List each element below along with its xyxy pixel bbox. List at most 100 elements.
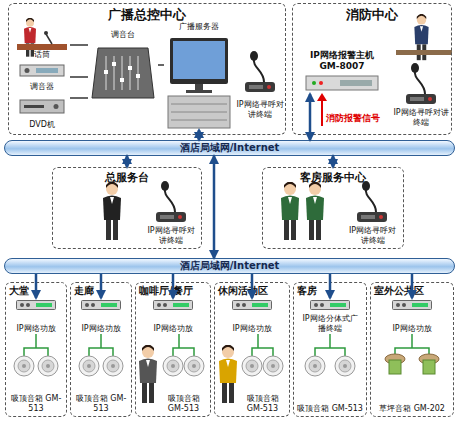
speaker-icon	[263, 356, 283, 376]
device-box: IP网络寻呼对讲终端	[145, 180, 197, 246]
connector	[309, 94, 312, 140]
connector	[329, 274, 332, 298]
device-label: IP网络分体式广播终端	[299, 314, 361, 334]
area-box: 大堂IP网络功放吸顶音箱 GM-513	[5, 282, 67, 417]
heading: 消防中心	[293, 4, 451, 24]
connector	[411, 334, 413, 348]
device-label: IP网络寻呼对讲终端	[145, 226, 197, 246]
tuner-icon	[20, 65, 64, 76]
device-label: 吸顶音箱 GM-513	[159, 394, 208, 414]
network-band: 酒店局域网/Internet	[4, 140, 455, 156]
signal-label: 消防报警信号	[326, 112, 380, 125]
staff-figure	[281, 182, 299, 241]
device-label: 话筒	[14, 50, 70, 60]
staff-figure	[219, 345, 237, 404]
mixer-icon	[92, 48, 154, 98]
heading: 酒店局域网/Internet	[180, 259, 280, 273]
speaker-icon	[14, 356, 34, 376]
device-label: 草坪音箱 GM-202	[373, 404, 451, 414]
speaker-icon	[38, 356, 58, 376]
heading: 广播总控中心	[9, 4, 285, 24]
device-box: 调音台	[88, 30, 158, 100]
connector	[198, 130, 201, 140]
staff-figure	[139, 345, 157, 404]
device-box: IP网络功放	[147, 298, 199, 334]
group-box: 客房服务中心 IP网络寻呼对讲终端	[262, 167, 404, 249]
network-band: 酒店局域网/Internet	[4, 258, 455, 274]
speaker-icon	[163, 356, 183, 376]
connector	[329, 334, 331, 348]
device-label: 调音器	[14, 82, 70, 92]
device-box: 调音器	[14, 62, 70, 92]
connector	[35, 274, 38, 298]
device-label: IP网络寻呼对讲终端	[345, 226, 400, 246]
device-label: IP网络功放	[10, 324, 62, 334]
connector	[213, 156, 216, 258]
device-label: IP网络功放	[386, 324, 438, 334]
speaker-icon	[305, 356, 325, 376]
device-label: 广播服务器	[164, 22, 234, 32]
device-label: 吸顶音箱 GM-513	[238, 394, 287, 414]
connector	[126, 156, 129, 167]
connector	[70, 76, 88, 78]
amplifier-icon	[311, 301, 350, 310]
device-label: IP网络功放	[75, 324, 127, 334]
device-box: IP网络功放	[386, 298, 438, 334]
connector	[70, 44, 88, 46]
device-label: IP网络寻呼对讲终端	[236, 100, 284, 120]
fire-desk	[396, 14, 452, 60]
amplifier-icon	[154, 301, 193, 310]
heading: 客房服务中心	[263, 168, 403, 185]
area-box: 咖啡厅/餐厅IP网络功放吸顶音箱 GM-513	[135, 282, 211, 417]
connector	[158, 64, 164, 66]
device-box: 吸顶音箱 GM-513	[159, 348, 208, 414]
device-box: IP网络寻呼对讲终端	[392, 62, 450, 128]
device-box: DVD机	[14, 96, 70, 130]
device-box: 草坪音箱 GM-202	[373, 348, 451, 414]
speaker-wires	[24, 348, 429, 356]
device-box: 话筒	[14, 20, 70, 60]
area-box: 客房IP网络分体式广播终端吸顶音箱 GM-513	[293, 282, 367, 417]
device-box: 吸顶音箱 GM-513	[296, 348, 364, 414]
amplifier-icon	[17, 301, 56, 310]
area-box: 走廊IP网络功放吸顶音箱 GM-513	[70, 282, 132, 417]
lawn-speaker-icon	[385, 354, 439, 374]
heading: 总服务台	[53, 168, 201, 185]
device-label: IP网络功放	[226, 324, 278, 334]
amplifier-icon	[233, 301, 272, 310]
device-box: 广播服务器	[164, 22, 234, 130]
amplifier-icon	[82, 301, 121, 310]
device-box: IP网络功放	[226, 298, 278, 334]
terminal-icon	[156, 181, 186, 222]
connector	[70, 97, 88, 99]
server-icon	[168, 38, 230, 128]
connector	[257, 334, 259, 348]
device-box: IP网络功放	[75, 298, 127, 334]
group-box: 总服务台 IP网络寻呼对讲终端	[52, 167, 202, 249]
connector	[411, 274, 414, 298]
staff-figure	[103, 182, 121, 241]
device-box: 吸顶音箱 GM-513	[8, 348, 64, 414]
speaker-icon	[242, 356, 262, 376]
terminal-icon	[406, 63, 436, 104]
device-label: IP网络寻呼对讲终端	[392, 108, 450, 128]
amplifier-icon	[393, 301, 432, 310]
staff-figure	[306, 182, 324, 241]
speaker-icon	[184, 356, 204, 376]
device-label: DVD机	[14, 120, 70, 130]
connector	[172, 274, 175, 298]
alarm-host-icon	[306, 76, 378, 90]
device-label: IP网络报警主机 GM-8007	[300, 50, 384, 72]
device-box: IP网络寻呼对讲终端	[236, 40, 284, 120]
connector	[100, 274, 103, 298]
heading: 酒店局域网/Internet	[180, 141, 280, 155]
dvd-icon	[20, 100, 64, 113]
alarm-signal-arrow	[317, 93, 327, 126]
device-box: IP网络报警主机 GM-8007	[300, 50, 384, 94]
area-box: 室外公共区IP网络功放草坪音箱 GM-202	[370, 282, 454, 417]
device-label: IP网络功放	[147, 324, 199, 334]
connector	[251, 274, 254, 298]
area-box: 休闲活动区IP网络功放吸顶音箱 GM-513	[214, 282, 290, 417]
device-label: 吸顶音箱 GM-513	[8, 394, 64, 414]
